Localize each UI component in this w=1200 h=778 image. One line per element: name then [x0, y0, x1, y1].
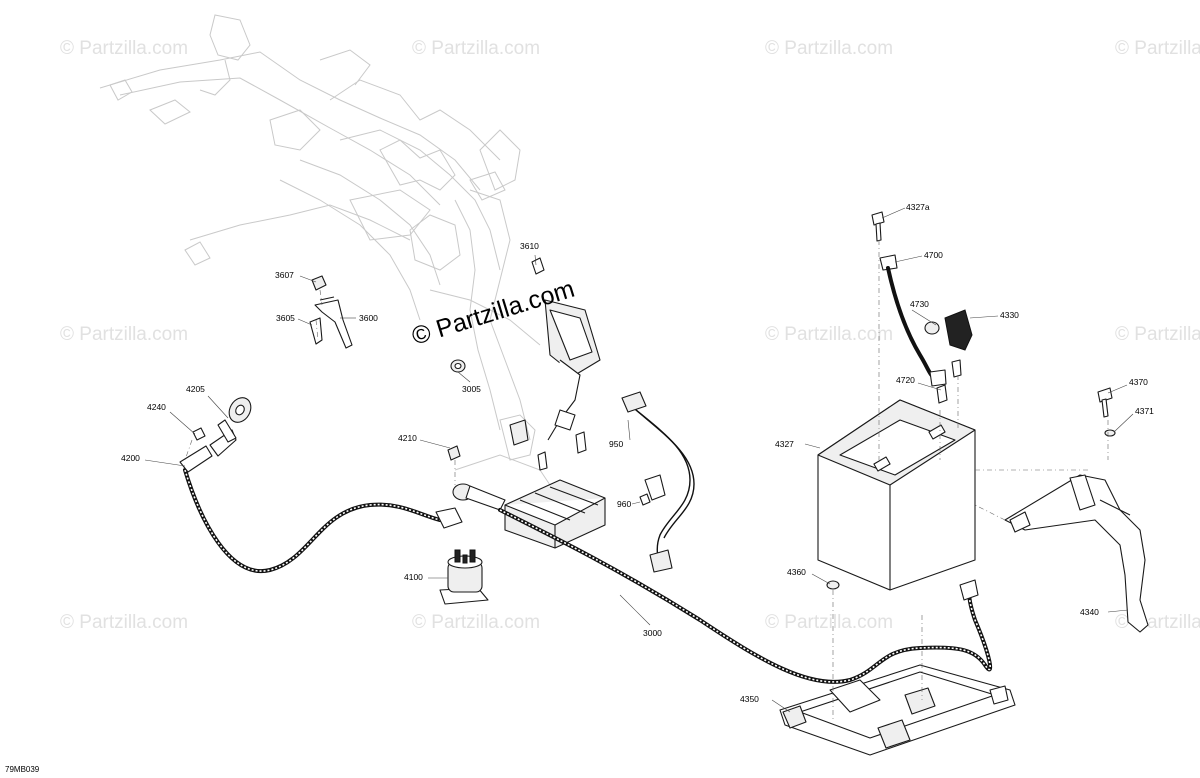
callout-4330: 4330 — [1000, 310, 1019, 320]
callout-3605: 3605 — [276, 313, 295, 323]
callout-4340: 4340 — [1080, 607, 1099, 617]
callout-3000: 3000 — [643, 628, 662, 638]
watermark: © Partzilla.com — [765, 38, 893, 59]
nut-4240 — [192, 427, 206, 441]
callout-4360: 4360 — [787, 567, 806, 577]
callout-3600: 3600 — [359, 313, 378, 323]
callout-4100: 4100 — [404, 572, 423, 582]
small-parts-center — [509, 419, 587, 471]
bolt-4370 — [1097, 387, 1113, 418]
battery-cable-4700 — [879, 254, 947, 387]
callout-3005: 3005 — [462, 384, 481, 394]
watermark: © Partzilla.com — [60, 324, 188, 345]
callout-4720: 4720 — [896, 375, 915, 385]
diagram-code: 79MB039 — [5, 765, 40, 774]
watermark: © Partzilla.com — [765, 324, 893, 345]
callout-3607: 3607 — [275, 270, 294, 280]
nut-3607 — [311, 275, 327, 291]
harness-950 — [621, 391, 695, 573]
callouts: 4327a 4700 4730 4330 4720 4327 4370 4371… — [121, 202, 1154, 704]
callout-950: 950 — [609, 439, 623, 449]
cable-3000 — [498, 508, 993, 684]
watermark: © Partzilla.com — [1115, 38, 1200, 59]
callout-4371: 4371 — [1135, 406, 1154, 416]
assembly-lines — [184, 240, 1109, 720]
nut-3005 — [450, 359, 466, 373]
watermark-grid: © Partzilla.com © Partzilla.com © Partzi… — [60, 38, 1200, 633]
relay-960 — [639, 493, 651, 506]
callout-4700: 4700 — [924, 250, 943, 260]
watermark: © Partzilla.com — [412, 38, 540, 59]
bolt-4720 — [936, 359, 962, 404]
callout-4370: 4370 — [1129, 377, 1148, 387]
callout-4327a: 4327a — [906, 202, 930, 212]
battery-cable-4200 — [179, 445, 463, 574]
callout-3610: 3610 — [520, 241, 539, 251]
watermark: © Partzilla.com — [60, 38, 188, 59]
watermark: © Partzilla.com — [765, 612, 893, 633]
watermark: © Partzilla.com — [1115, 324, 1200, 345]
battery-4327 — [817, 399, 976, 591]
callout-4327: 4327 — [775, 439, 794, 449]
washer-4371 — [1104, 429, 1116, 437]
cable-terminal-4210 — [447, 445, 506, 511]
callout-4240: 4240 — [147, 402, 166, 412]
callout-4210: 4210 — [398, 433, 417, 443]
callout-4730: 4730 — [910, 299, 929, 309]
solenoid-4100 — [439, 549, 489, 605]
bracket-3600 — [314, 296, 353, 349]
callout-4200: 4200 — [121, 453, 140, 463]
callout-4350: 4350 — [740, 694, 759, 704]
fuse-block — [544, 299, 601, 441]
nut-4360 — [826, 580, 840, 590]
nut-4730 — [924, 321, 940, 335]
watermark: © Partzilla.com — [412, 612, 540, 633]
leader-lines — [144, 207, 1134, 713]
screw-3610 — [531, 257, 545, 275]
watermark: © Partzilla.com — [60, 612, 188, 633]
voltage-regulator — [504, 479, 606, 549]
callout-960: 960 — [617, 499, 631, 509]
bolt-3605 — [309, 317, 323, 345]
callout-4205: 4205 — [186, 384, 205, 394]
bolt-4327a — [871, 211, 885, 242]
terminal-cover-4330 — [944, 309, 973, 351]
bracket-4340 — [1004, 474, 1149, 633]
ghost-frame — [99, 14, 561, 501]
cable-clamp-4205 — [209, 397, 252, 457]
